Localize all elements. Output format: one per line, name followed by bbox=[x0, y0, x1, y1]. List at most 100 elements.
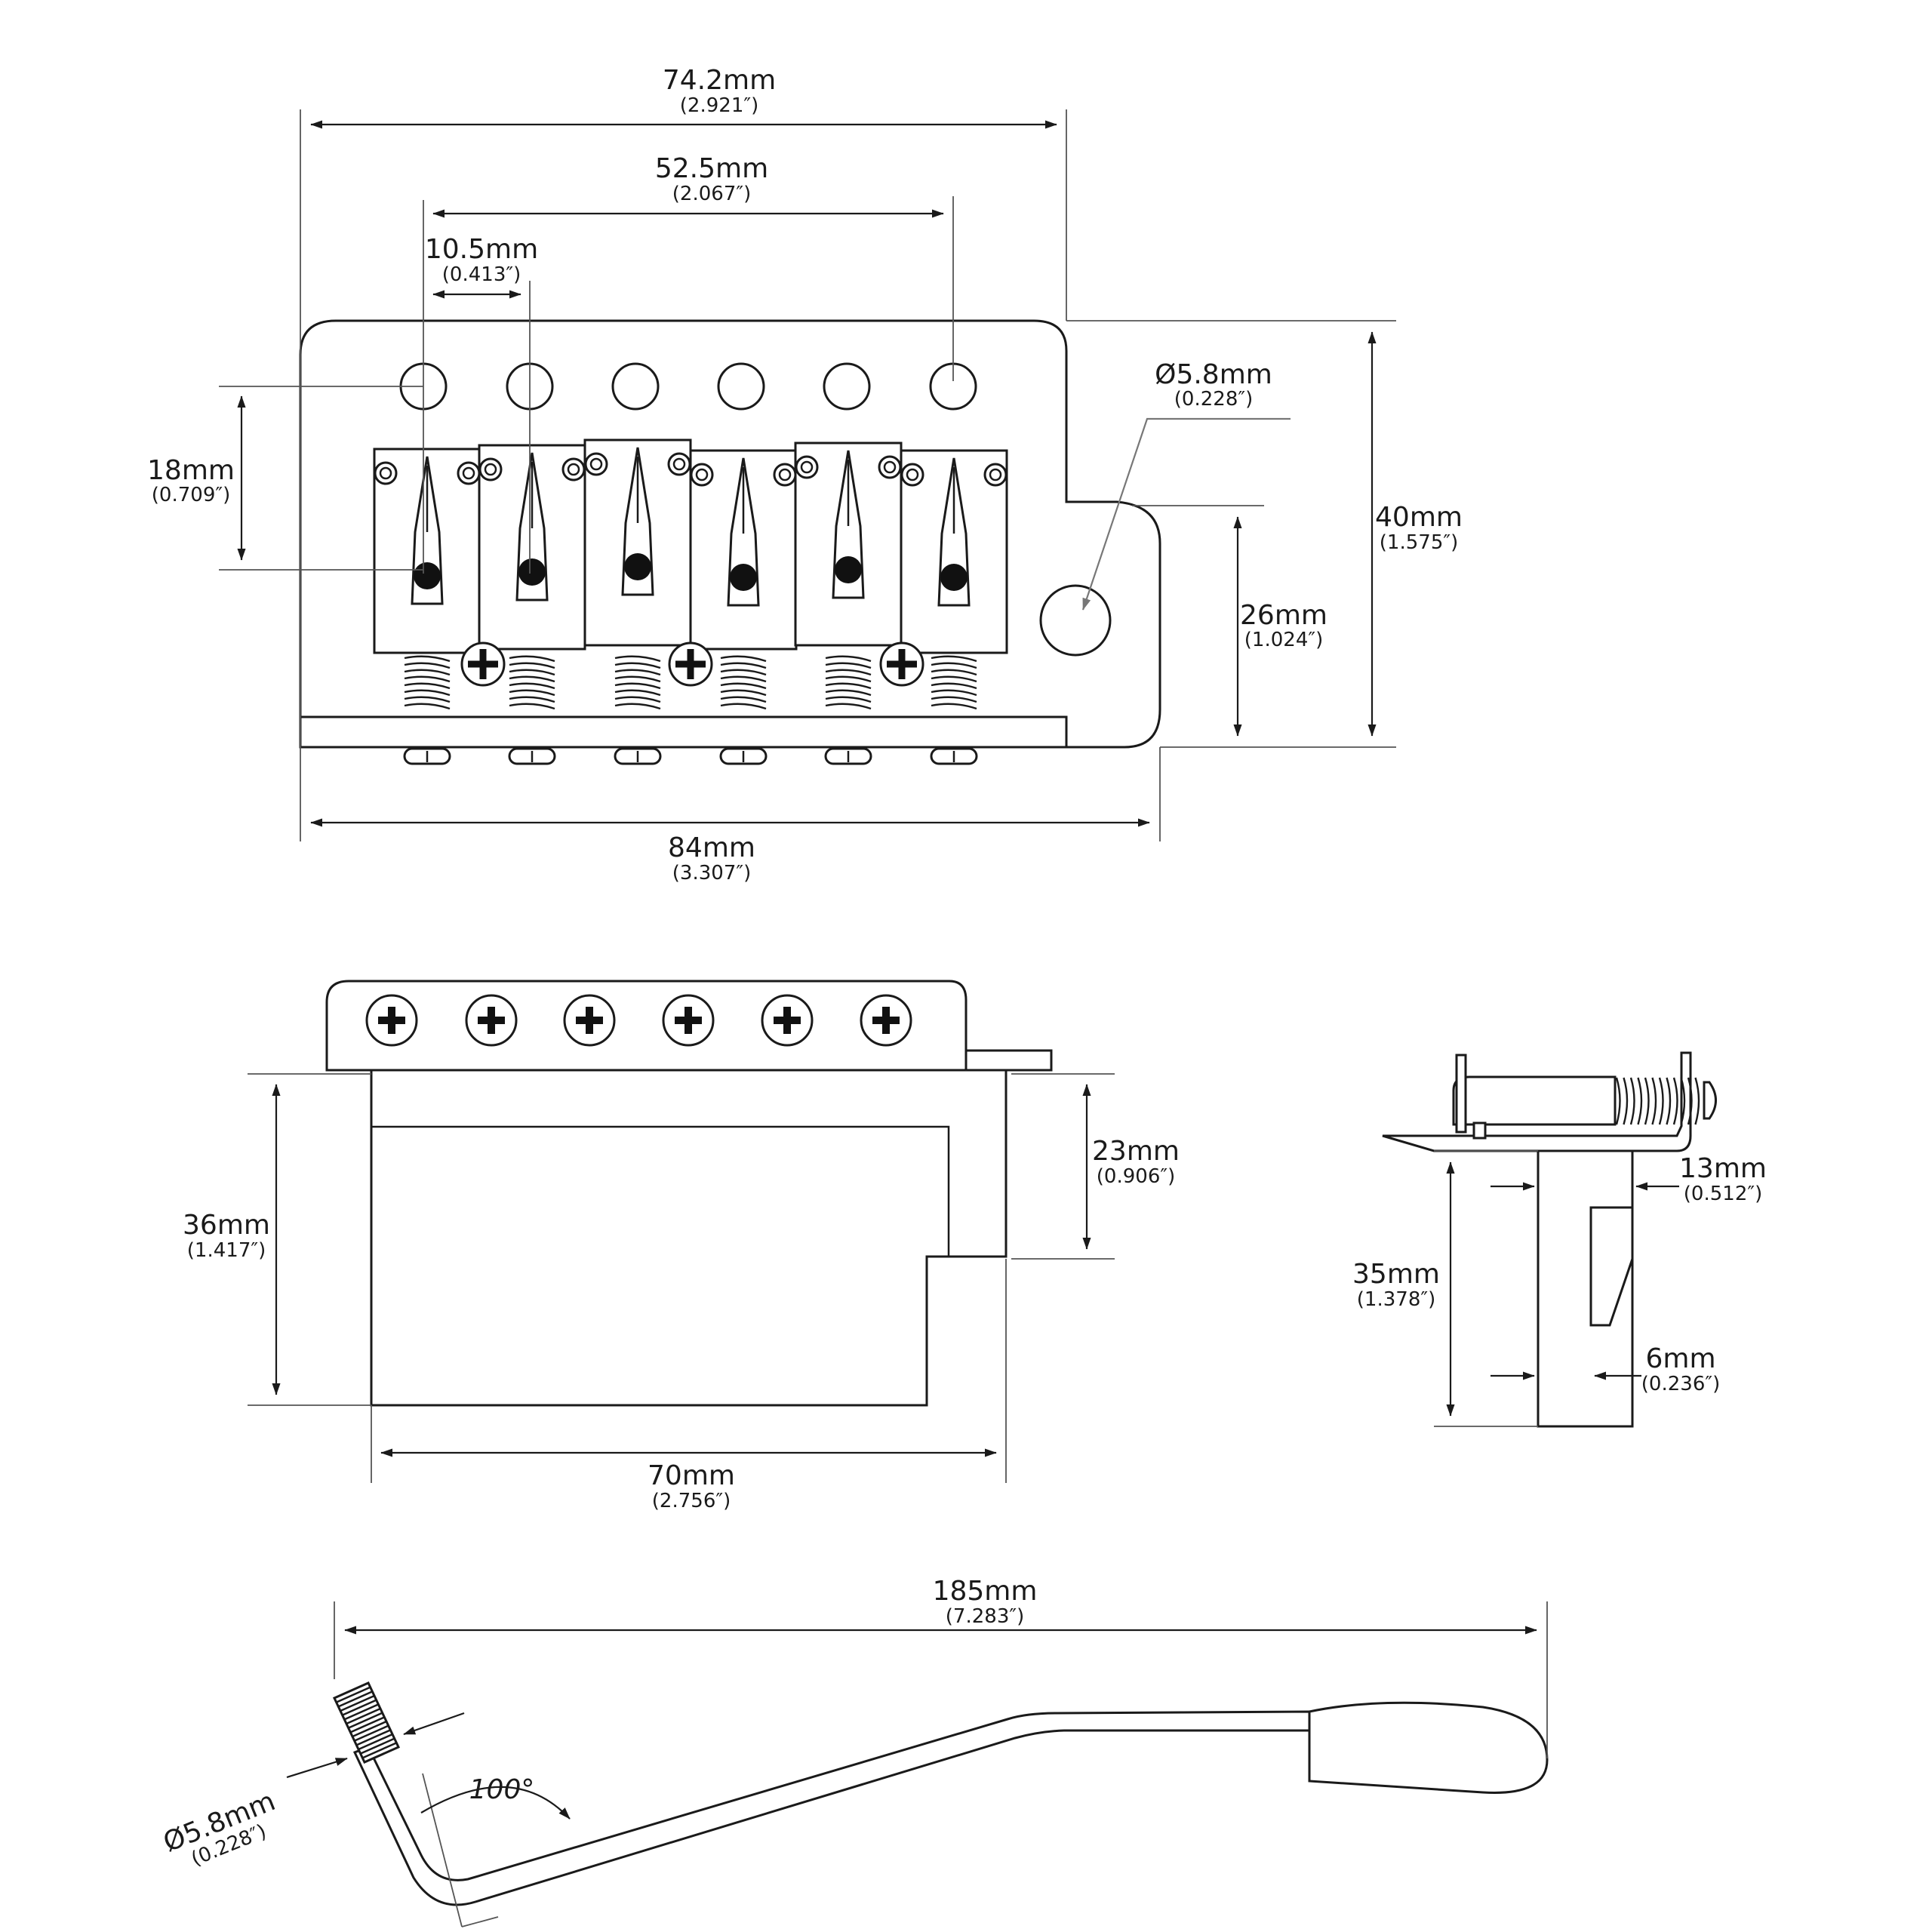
block-lower-inch: (0.236″) bbox=[1641, 1373, 1720, 1395]
spring-coil bbox=[720, 682, 767, 690]
spring-coil bbox=[404, 655, 451, 663]
spring-coil bbox=[825, 696, 872, 703]
height-screw bbox=[478, 457, 503, 481]
width-total-mm: 84mm bbox=[668, 832, 755, 863]
spring-coil bbox=[614, 669, 661, 676]
spring-coil bbox=[509, 662, 555, 669]
arm-length-inch: (7.283″) bbox=[946, 1605, 1024, 1628]
saddle-offset-mm: 18mm bbox=[147, 455, 235, 486]
saddle-5 bbox=[794, 441, 903, 765]
spring-coil bbox=[404, 696, 451, 703]
block-upper-inch: (0.906″) bbox=[1097, 1165, 1175, 1188]
thread-line bbox=[342, 1699, 377, 1716]
height-screw bbox=[900, 463, 924, 487]
height-screw-inner bbox=[462, 466, 475, 480]
body-screw-cross bbox=[468, 649, 498, 679]
spring-coil bbox=[720, 655, 767, 663]
front-screw-4 bbox=[662, 994, 715, 1047]
saddle-spring bbox=[404, 655, 451, 710]
height-screw-inner bbox=[379, 466, 392, 480]
side-spring-coil bbox=[1694, 1077, 1700, 1125]
height-tab-inch: (1.024″) bbox=[1244, 629, 1323, 651]
thread-line bbox=[354, 1724, 389, 1742]
spring-coil bbox=[614, 689, 661, 697]
side-spring-coil bbox=[1629, 1077, 1635, 1125]
side-screw-stem bbox=[1455, 1054, 1467, 1134]
block-thickness-mm: 13mm bbox=[1679, 1153, 1767, 1184]
spring-coil bbox=[720, 703, 767, 710]
side-spring-coil bbox=[1666, 1077, 1672, 1125]
spring-coil bbox=[931, 655, 977, 663]
string-spacing-mm: 10.5mm bbox=[425, 234, 538, 265]
height-total-mm: 40mm bbox=[1375, 502, 1463, 533]
block-thickness-inch: (0.512″) bbox=[1684, 1183, 1762, 1205]
saddle-2 bbox=[478, 444, 586, 765]
height-screw-inner bbox=[883, 460, 897, 474]
arm-mount-hole bbox=[1039, 584, 1112, 657]
height-screw-inner bbox=[589, 457, 603, 471]
height-screw bbox=[374, 461, 398, 485]
height-screw bbox=[584, 452, 608, 476]
spring-coil bbox=[931, 662, 977, 669]
spring-coil bbox=[931, 689, 977, 697]
top-view-dimensions: 74.2mm (2.921″) 52.5mm (2.067″) 10.5mm (… bbox=[147, 65, 1463, 884]
side-spring-coil bbox=[1687, 1077, 1693, 1125]
width-total-inch: (3.307″) bbox=[672, 862, 751, 884]
string-spread-inch: (2.067″) bbox=[672, 183, 751, 205]
spring-coil bbox=[931, 703, 977, 710]
thread-line bbox=[352, 1720, 387, 1738]
spring-coil bbox=[509, 682, 555, 690]
spring-coil bbox=[614, 703, 661, 710]
width-outer-mm: 74.2mm bbox=[663, 65, 776, 96]
thread-line bbox=[340, 1694, 375, 1712]
saddle-spring bbox=[931, 655, 977, 710]
spring-coil bbox=[931, 696, 977, 703]
height-screw-inner bbox=[567, 463, 580, 476]
front-view bbox=[325, 980, 1053, 1407]
thread-line bbox=[337, 1690, 373, 1708]
block-width-mm: 70mm bbox=[648, 1460, 735, 1491]
string-ball bbox=[414, 562, 441, 589]
spring-coil bbox=[614, 696, 661, 703]
height-screw bbox=[795, 455, 819, 479]
saddle-spring bbox=[614, 655, 661, 710]
arm-length-mm: 185mm bbox=[933, 1576, 1038, 1607]
front-screw-cross bbox=[576, 1007, 603, 1034]
spring-coil bbox=[614, 682, 661, 690]
side-spring-coil bbox=[1623, 1077, 1629, 1125]
height-screw-inner bbox=[906, 468, 919, 481]
front-screws bbox=[365, 994, 912, 1047]
spring-coil bbox=[509, 703, 555, 710]
height-total-inch: (1.575″) bbox=[1380, 531, 1458, 554]
arm-tip bbox=[1308, 1701, 1549, 1794]
thread-line bbox=[343, 1703, 379, 1721]
string-ball bbox=[518, 558, 546, 586]
spring-coil bbox=[825, 669, 872, 676]
front-screw-3 bbox=[563, 994, 616, 1047]
spring-coil bbox=[404, 689, 451, 697]
spring-coil bbox=[720, 696, 767, 703]
height-screw-inner bbox=[672, 457, 686, 471]
body-screw-1 bbox=[460, 641, 506, 687]
height-screw-inner bbox=[484, 463, 497, 476]
side-spring-coil bbox=[1680, 1077, 1686, 1125]
spring-coil bbox=[720, 689, 767, 697]
height-screw bbox=[457, 461, 481, 485]
tremolo-arm bbox=[332, 1681, 1549, 1906]
block-depth-inch: (1.378″) bbox=[1357, 1288, 1435, 1311]
side-spring-coil bbox=[1658, 1077, 1664, 1125]
height-screw-inner bbox=[800, 460, 814, 474]
bend-angle: 100° bbox=[469, 1774, 535, 1805]
thread-line bbox=[358, 1733, 393, 1751]
spring-coil bbox=[614, 655, 661, 663]
string-ball bbox=[940, 564, 968, 591]
saddle-6 bbox=[900, 449, 1008, 765]
string-hole-4 bbox=[717, 362, 765, 411]
string-ball bbox=[624, 553, 651, 580]
front-screw-cross bbox=[774, 1007, 801, 1034]
height-screw bbox=[561, 457, 586, 481]
spring-coil bbox=[825, 703, 872, 710]
block-height-mm: 36mm bbox=[183, 1210, 270, 1241]
front-screw-cross bbox=[872, 1007, 900, 1034]
